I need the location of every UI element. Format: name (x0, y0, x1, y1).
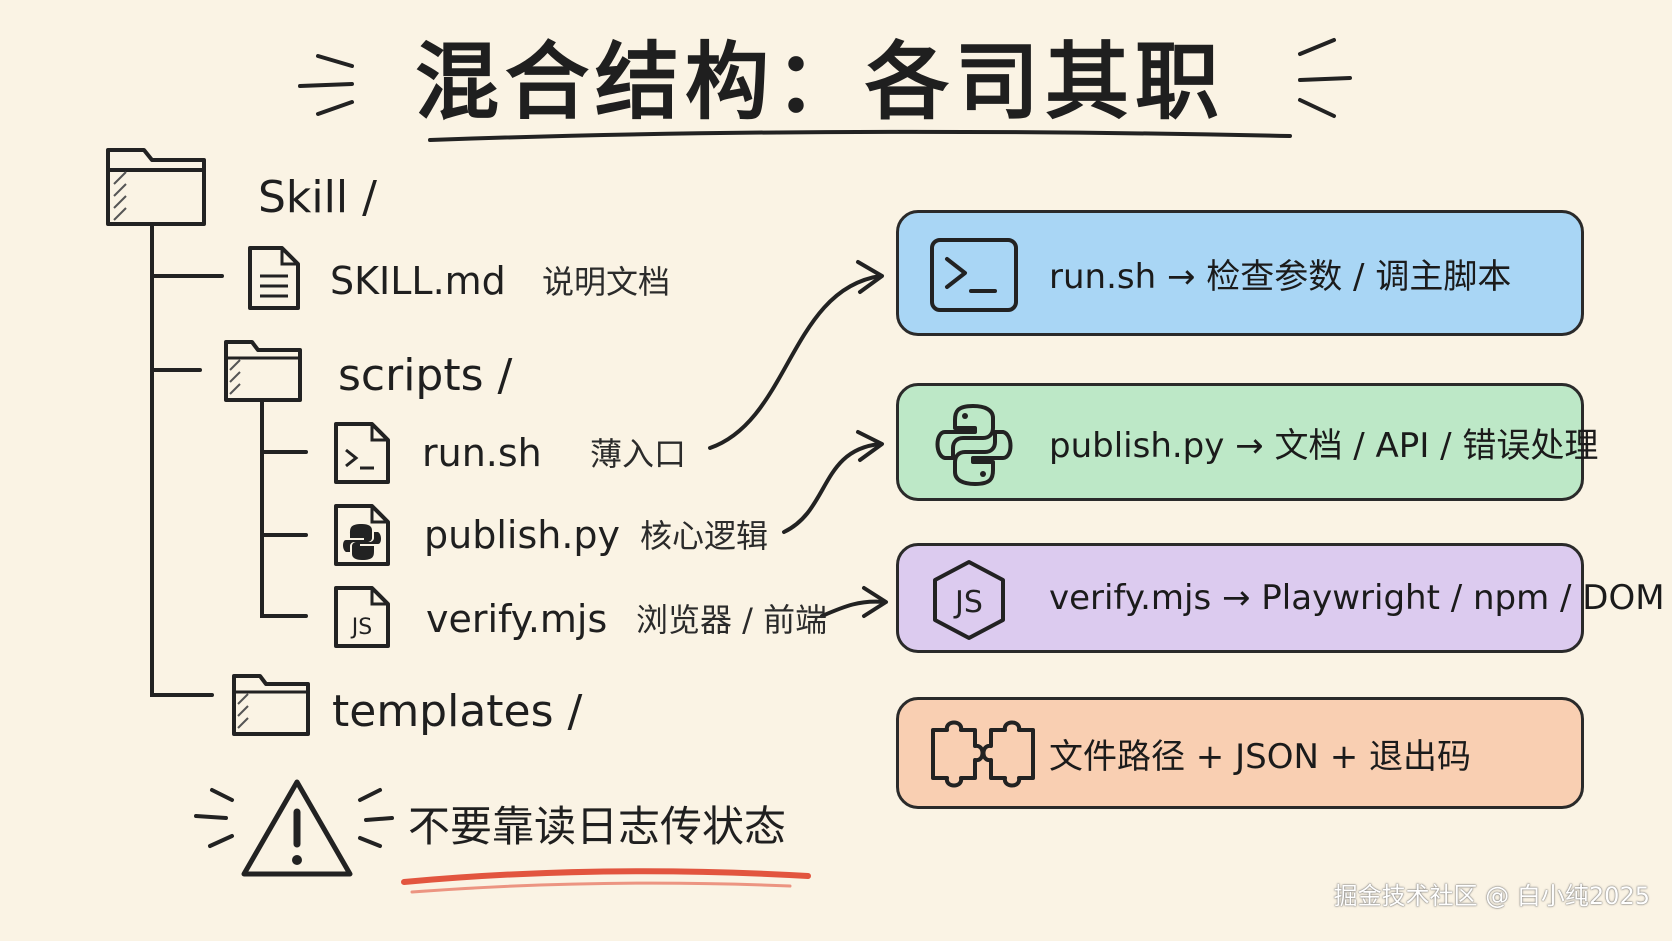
puzzle-icon (931, 720, 1035, 788)
terminal-icon (930, 238, 1018, 312)
publish-card-text: publish.py → 文档 / API / 错误处理 (1049, 425, 1599, 466)
python-icon (935, 404, 1013, 486)
skill-md-note: 说明文档 (542, 263, 671, 301)
svg-text:JS: JS (350, 615, 372, 640)
scripts-dir-label: scripts / (338, 350, 513, 401)
verify-mjs-label: verify.mjs (426, 597, 608, 641)
warning-text: 不要靠读日志传状态 (408, 802, 787, 851)
markdown-file-icon (248, 246, 300, 310)
verify-mjs-note: 浏览器 / 前端 (636, 601, 828, 639)
python-file-icon (334, 504, 390, 566)
run-sh-note: 薄入口 (590, 435, 687, 473)
page-title: 混合结构：各司其职 (414, 33, 1225, 131)
verify-card-text: verify.mjs → Playwright / npm / DOM (1049, 578, 1665, 618)
root-dir-label: Skill / (258, 172, 377, 223)
templates-dir-label: templates / (332, 686, 583, 737)
contract-card: 文件路径 + JSON + 退出码 (896, 697, 1584, 809)
verify-card: JS verify.mjs → Playwright / npm / DOM (896, 543, 1665, 653)
skill-md-label: SKILL.md (330, 259, 506, 303)
publish-py-label: publish.py (424, 513, 621, 557)
contract-card-text: 文件路径 + JSON + 退出码 (1049, 736, 1472, 777)
watermark: 掘金技术社区 @ 白小纯2025 (1333, 882, 1650, 910)
root-folder-icon (106, 148, 206, 226)
templates-folder-icon (232, 674, 310, 736)
publish-py-note: 核心逻辑 (640, 517, 769, 555)
run-card-text: run.sh → 检查参数 / 调主脚本 (1049, 256, 1512, 297)
svg-text:JS: JS (953, 585, 983, 620)
scripts-folder-icon (224, 340, 302, 402)
run-card: run.sh → 检查参数 / 调主脚本 (896, 210, 1584, 336)
shell-file-icon (334, 422, 390, 484)
run-sh-label: run.sh (422, 431, 542, 475)
warning-icon (241, 779, 353, 877)
publish-card: publish.py → 文档 / API / 错误处理 (896, 383, 1598, 501)
javascript-icon: JS (933, 560, 1005, 640)
javascript-file-icon: JS (334, 586, 390, 648)
